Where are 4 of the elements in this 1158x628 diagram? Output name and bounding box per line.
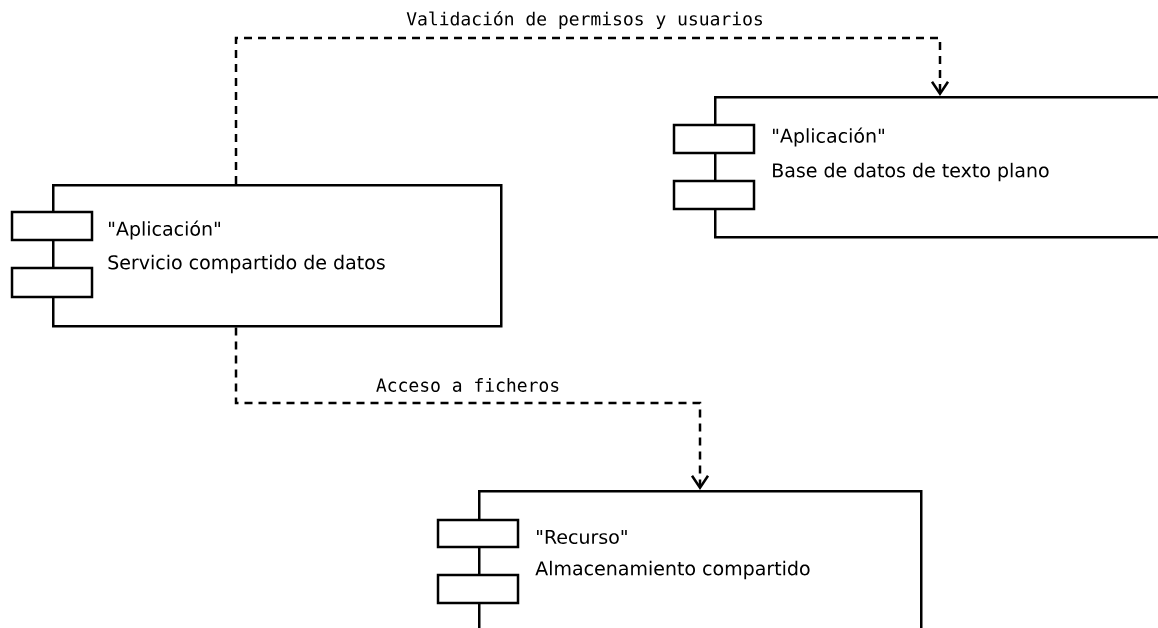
- dashed-arrow: [234, 36, 950, 184]
- edge-label: Validación de permisos y usuarios: [405, 9, 765, 31]
- edge-label: Acceso a ficheros: [374, 377, 562, 393]
- dashed-arrow: [234, 327, 710, 490]
